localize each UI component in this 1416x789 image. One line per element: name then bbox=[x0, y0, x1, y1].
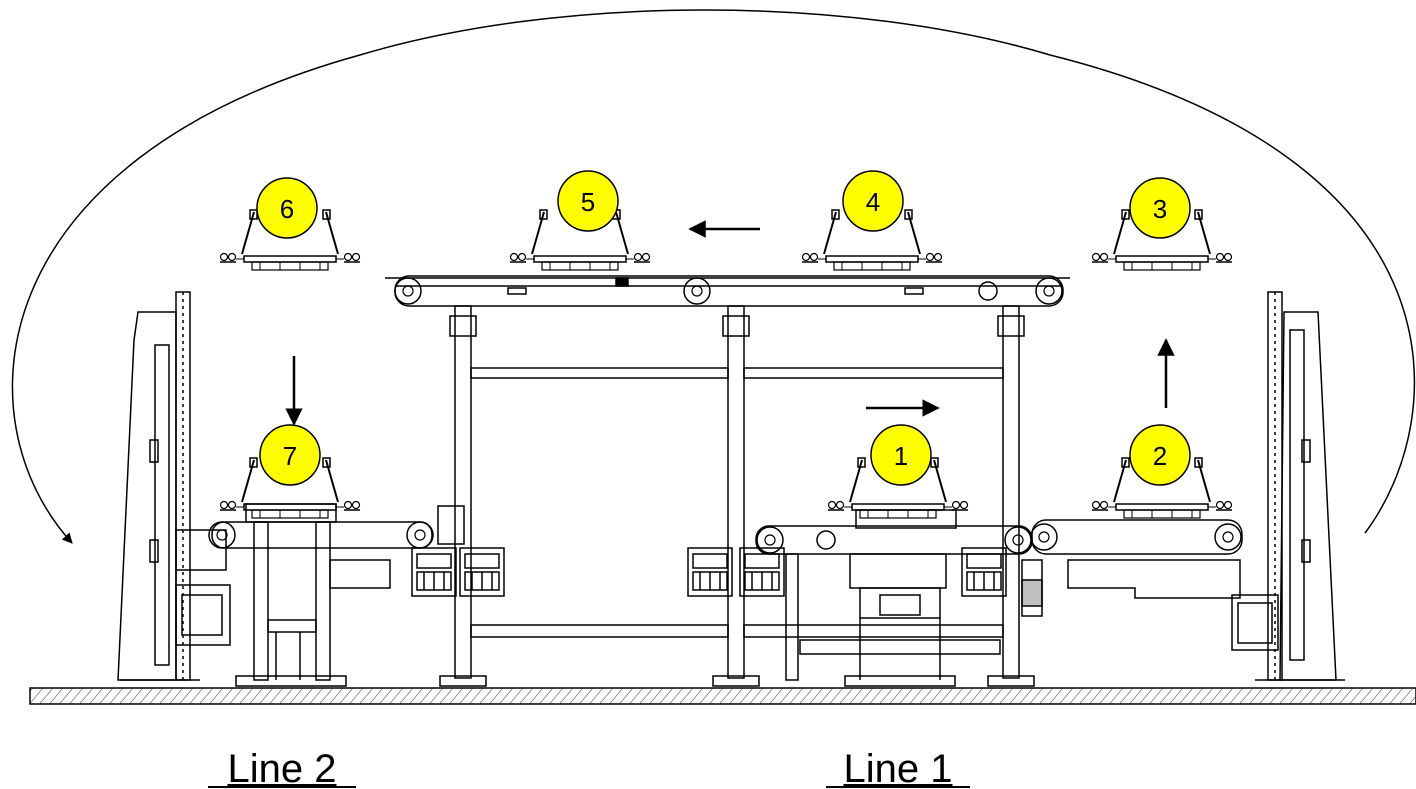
position-marker-7: 7 bbox=[259, 424, 321, 486]
position-marker-3: 3 bbox=[1129, 177, 1191, 239]
svg-text:3: 3 bbox=[1153, 194, 1167, 224]
left-lift-tower bbox=[117, 291, 231, 681]
line1-station bbox=[687, 509, 1243, 687]
upper-return-conveyor bbox=[385, 275, 1070, 307]
position-marker-1: 1 bbox=[870, 424, 932, 486]
position-marker-6: 6 bbox=[256, 177, 318, 239]
right-lift-tower bbox=[1231, 291, 1345, 681]
svg-text:2: 2 bbox=[1153, 441, 1167, 471]
svg-text:1: 1 bbox=[894, 441, 908, 471]
svg-text:7: 7 bbox=[283, 441, 297, 471]
return-loop-arrow bbox=[11, 9, 1416, 544]
floor bbox=[29, 687, 1416, 705]
svg-text:4: 4 bbox=[866, 187, 880, 217]
upper-frame bbox=[439, 305, 1035, 687]
line1-label: Line 1 bbox=[844, 747, 953, 789]
position-marker-2: 2 bbox=[1129, 424, 1191, 486]
svg-text:6: 6 bbox=[280, 194, 294, 224]
line2-station bbox=[208, 503, 505, 687]
position-marker-4: 4 bbox=[842, 170, 904, 232]
line2-label: Line 2 bbox=[228, 747, 337, 789]
position-marker-5: 5 bbox=[557, 170, 619, 232]
svg-text:5: 5 bbox=[581, 187, 595, 217]
